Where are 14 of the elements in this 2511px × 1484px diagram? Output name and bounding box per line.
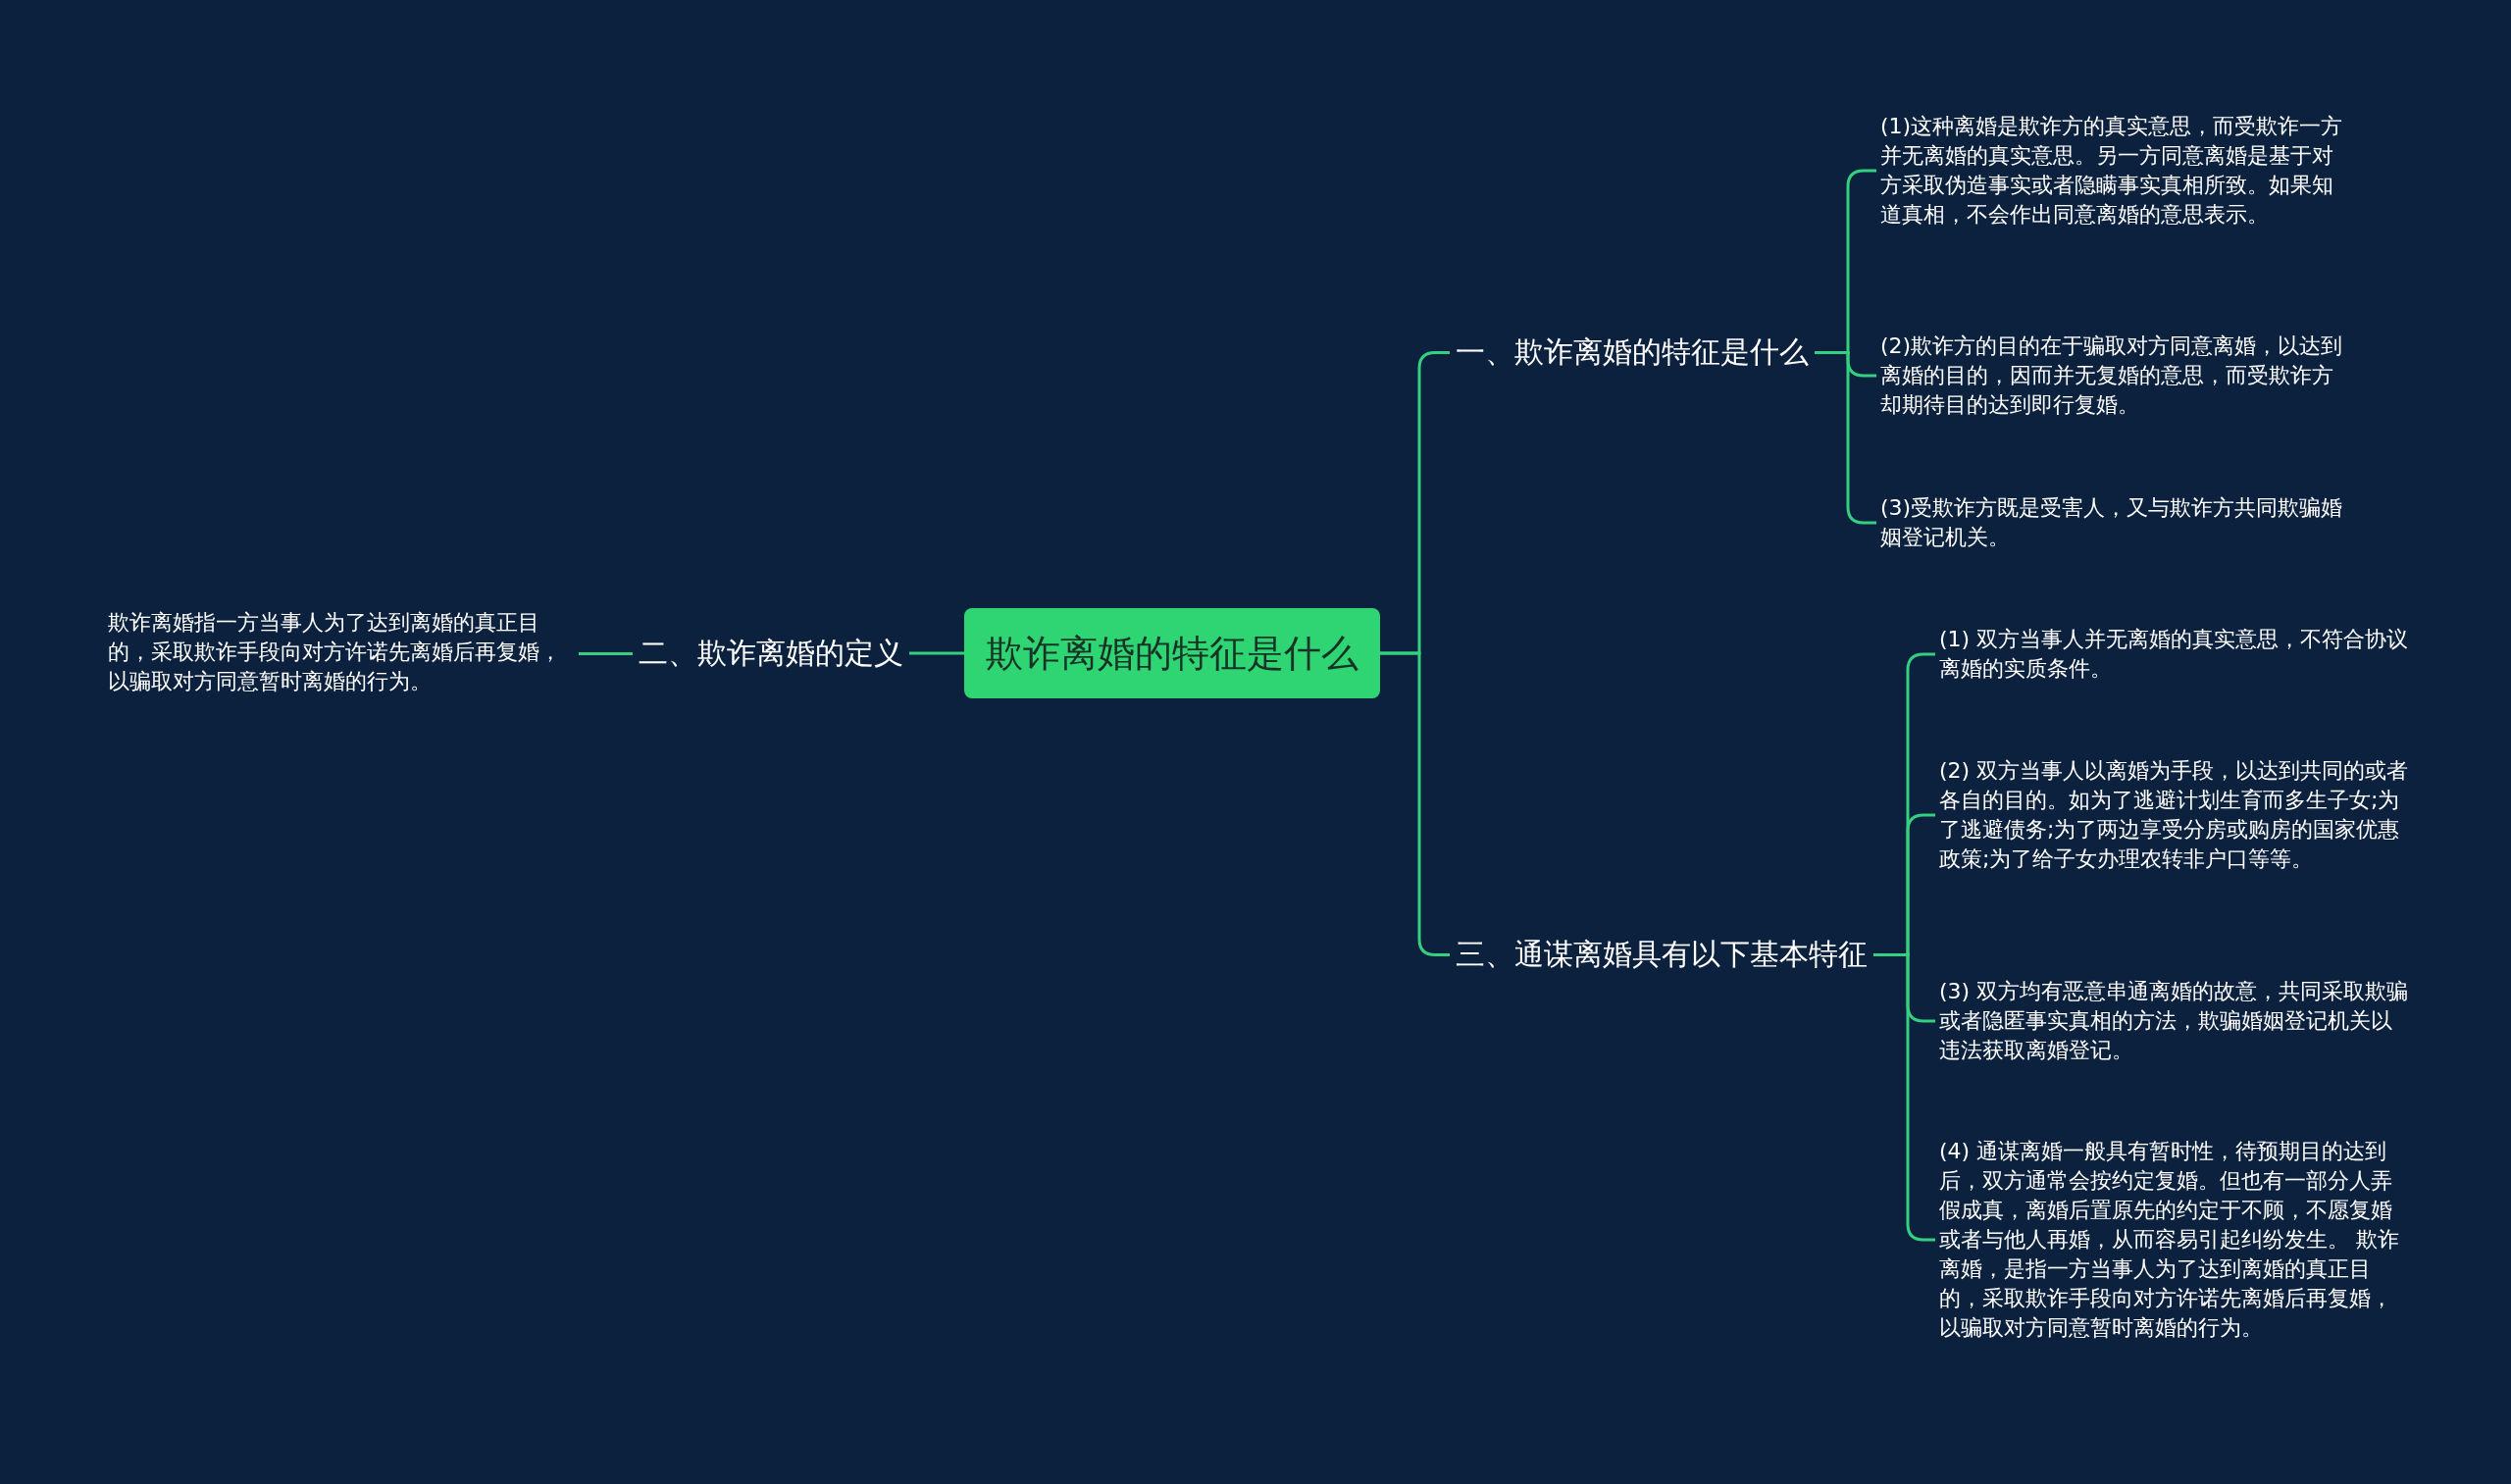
note-text: (2)欺诈方的目的在于骗取对方同意离婚，以达到离婚的目的，因而并无复婚的意思，而受欺诈方却期待目的达到即行复婚。 (1876, 330, 2355, 422)
note-text: (3)受欺诈方既是受害人，又与欺诈方共同欺骗婚姻登记机关。 (1876, 491, 2355, 554)
central-topic-box: 欺诈离婚的特征是什么 (964, 608, 1380, 698)
note-text: (2) 双方当事人以离婚为手段，以达到共同的或者各自的目的。如为了逃避计划生育而多生子女;为了逃避债务;为了两边享受分房或购房的国家优惠政策;为了给子女办理农转非户口等等。 (1935, 754, 2414, 876)
note-text: (3) 双方均有恶意串通离婚的故意，共同采取欺骗或者隐匿事实真相的方法，欺骗婚姻登记机关以违法获取离婚登记。 (1935, 975, 2414, 1067)
note-text: (1) 双方当事人并无离婚的真实意思，不符合协议离婚的实质条件。 (1935, 623, 2414, 686)
branch-topic: 一、欺诈离婚的特征是什么 (1450, 328, 1815, 377)
connector-line (579, 652, 633, 655)
note-text: (4) 通谋离婚一般具有暂时性，待预期目的达到后，双方通常会按约定复婚。但也有一部分人弄假成真，离婚后置原先的约定于不顾，不愿复婚或者与他人再婚，从而容易引起纠纷发生。 欺诈离婚，是指一方当事人为了达到离婚的真正目的，采取欺诈手段向对方许诺先离婚后再复婚，以骗取对方同意暂时离婚的行为。 (1935, 1135, 2414, 1345)
connector-line (909, 651, 964, 655)
branch-topic: 二、欺诈离婚的定义 (633, 629, 909, 678)
note-text: 欺诈离婚指一方当事人为了达到离婚的真正目的，采取欺诈手段向对方许诺先离婚后再复婚，以骗取对方同意暂时离婚的行为。 (104, 606, 579, 698)
branch-topic: 三、通谋离婚具有以下基本特征 (1450, 930, 1873, 979)
note-text: (1)这种离婚是欺诈方的真实意思，而受欺诈一方并无离婚的真实意思。另一方同意离婚是基于对方采取伪造事实或者隐瞒事实真相所致。如果知道真相，不会作出同意离婚的意思表示。 (1876, 110, 2355, 231)
